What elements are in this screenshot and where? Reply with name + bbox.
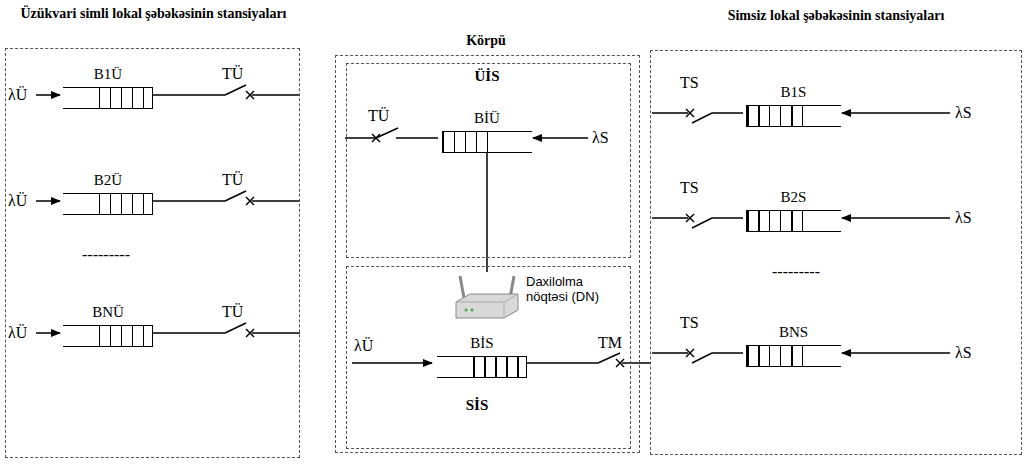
cell-dividers	[99, 88, 152, 108]
cell-dividers	[747, 346, 803, 366]
queue-cells	[437, 356, 527, 378]
cell-dividers	[99, 194, 152, 214]
switch-line	[692, 353, 712, 363]
region-heading: Simsiz lokal şəbəkəsinin stansiyaları	[671, 7, 1001, 25]
cell-dividers	[747, 211, 803, 231]
switch-line	[225, 323, 246, 333]
continuation-dashes: ---------	[82, 245, 130, 265]
switch-line	[712, 112, 743, 114]
switch-line	[345, 137, 376, 139]
symbol-label: λÜ	[8, 85, 27, 105]
switch-line	[598, 353, 620, 363]
cell-dividers	[473, 357, 526, 377]
queue-cells	[63, 325, 153, 347]
symbol-label: TS	[680, 178, 699, 198]
switch-line	[692, 113, 712, 123]
queue-cells	[746, 345, 841, 367]
switch-line	[712, 352, 743, 354]
input-arrow	[352, 362, 432, 364]
router-icon	[452, 272, 522, 328]
switch-line	[152, 332, 225, 334]
cell-dividers	[443, 132, 496, 152]
input-arrow	[533, 137, 588, 139]
input-arrow	[842, 352, 950, 354]
queue-buffer: BİÜ	[442, 107, 532, 153]
symbol-label: λÜ	[8, 323, 27, 343]
symbol-label: λS	[955, 103, 972, 123]
symbol-label: TS	[680, 313, 699, 333]
queue-cells	[746, 105, 841, 127]
switch-line	[396, 137, 438, 139]
switch-line	[652, 352, 688, 354]
region-heading: SİS	[427, 397, 527, 414]
access-point: Daxilolma nöqtəsi (DN)	[452, 272, 617, 328]
symbol-label: TÜ	[222, 302, 243, 322]
switch-line	[527, 362, 598, 364]
queue-buffer: B1S	[746, 81, 841, 127]
input-arrow	[36, 94, 60, 96]
continuation-dashes: ---------	[772, 262, 820, 282]
switch-line	[622, 362, 650, 364]
symbol-label: λÜ	[354, 336, 373, 356]
queue-label: BNÜ	[63, 301, 153, 323]
symbol-label: λS	[955, 343, 972, 363]
switch-line	[225, 191, 246, 201]
switch-line	[225, 85, 246, 95]
subsystem-box: SİS Daxilolma nöqtəsi (DN) BİS	[346, 266, 631, 449]
queue-buffer: B2Ü	[63, 169, 153, 215]
queue-label: B2S	[746, 186, 841, 208]
queue-cells	[63, 193, 153, 215]
symbol-label: TÜ	[222, 64, 243, 84]
queue-cells	[63, 87, 153, 109]
input-arrow	[36, 200, 60, 202]
input-arrow	[842, 217, 950, 219]
region-heading: Üzükvari simli lokal şəbəkəsinin stansiy…	[6, 5, 301, 23]
cell-dividers	[99, 326, 152, 346]
input-arrow	[36, 332, 60, 334]
symbol-label: TÜ	[222, 170, 243, 190]
queue-buffer: B2S	[746, 186, 841, 232]
switch-line	[652, 112, 688, 114]
queue-label: B1S	[746, 81, 841, 103]
queue-label: B2Ü	[63, 169, 153, 191]
switch-line	[252, 332, 300, 334]
region-heading: ÜİS	[437, 68, 537, 85]
switch-line	[376, 128, 398, 138]
symbol-label: λS	[592, 128, 609, 148]
symbol-label: TM	[598, 333, 622, 353]
link-line	[486, 153, 488, 272]
queue-label: B1Ü	[63, 63, 153, 85]
symbol-label: λÜ	[8, 191, 27, 211]
queue-buffer: BNS	[746, 321, 841, 367]
subsystem-box: ÜİS BİÜ	[346, 63, 631, 258]
queue-label: BİÜ	[442, 107, 532, 129]
queue-buffer: B1Ü	[63, 63, 153, 109]
switch-line	[252, 94, 300, 96]
switch-line	[252, 200, 300, 202]
queue-cells	[442, 131, 532, 153]
switch-line	[152, 200, 225, 202]
switch-line	[372, 134, 380, 142]
symbol-label: TS	[680, 73, 699, 93]
queue-label: BİS	[437, 332, 527, 354]
cell-dividers	[747, 106, 803, 126]
switch-line	[152, 94, 225, 96]
symbol-label: λS	[955, 208, 972, 228]
queue-cells	[746, 210, 841, 232]
switch-line	[372, 134, 380, 142]
input-arrow	[842, 112, 950, 114]
queue-buffer: BİS	[437, 332, 527, 378]
switch-line	[712, 217, 743, 219]
queue-buffer: BNÜ	[63, 301, 153, 347]
queue-label: BNS	[746, 321, 841, 343]
access-point-label: Daxilolma nöqtəsi (DN)	[526, 274, 616, 304]
switch-line	[652, 217, 688, 219]
network-region: Üzükvari simli lokal şəbəkəsinin stansiy…	[5, 48, 300, 458]
region-heading: Körpü	[426, 32, 546, 50]
switch-line	[692, 218, 712, 228]
symbol-label: TÜ	[368, 106, 389, 126]
